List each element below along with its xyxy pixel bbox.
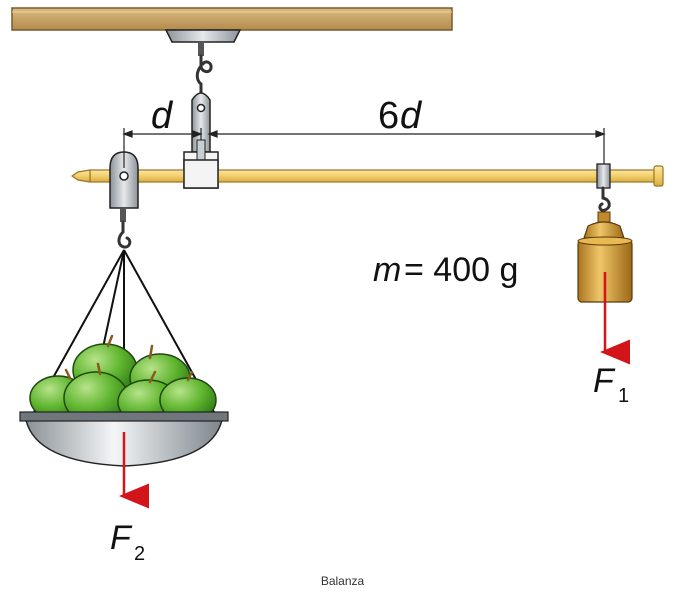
fulcrum-block (183, 159, 219, 189)
svg-text:F: F (593, 362, 616, 400)
mass-weight (577, 211, 633, 303)
dimension-lines (122, 128, 606, 168)
mass-label: m = 400 g (373, 251, 518, 289)
apples (29, 334, 217, 425)
short-arm-label: d (151, 95, 174, 137)
weight-clip (596, 163, 611, 212)
force2-label: F 2 (110, 519, 145, 565)
svg-text:d: d (400, 95, 423, 137)
long-arm-label: 6 d (378, 95, 423, 137)
svg-text:F: F (110, 519, 133, 557)
svg-text:6: 6 (378, 95, 399, 137)
svg-text:1: 1 (618, 385, 629, 407)
force1-label: F 1 (593, 362, 629, 407)
lever-beam (70, 165, 664, 187)
svg-text:= 400 g: = 400 g (404, 251, 518, 289)
pan-hanger (109, 151, 139, 249)
svg-text:2: 2 (134, 543, 145, 565)
support-hook (195, 54, 213, 96)
ceiling (11, 7, 453, 31)
figure-caption: Balanza (320, 574, 365, 588)
svg-text:m: m (373, 251, 401, 289)
ceiling-mount (164, 29, 242, 56)
